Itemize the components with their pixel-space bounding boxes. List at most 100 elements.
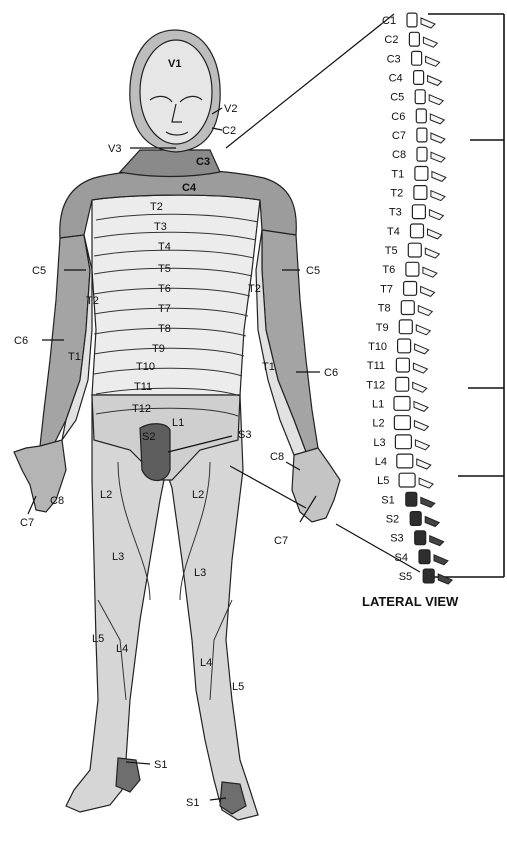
vertebra-t5 [408,243,421,257]
spine-label-t9: T9 [376,322,389,334]
label-c3: C3 [196,156,210,168]
vertebra-c1 [407,13,417,27]
label-t12: T12 [132,403,151,415]
label-l3-right: L3 [194,567,206,579]
spinous-process-t11 [413,363,427,373]
label-t6: T6 [158,283,171,295]
spinous-process-t1 [432,171,446,181]
spinous-process-t7 [421,286,435,296]
label-t4: T4 [158,241,171,253]
vertebra-c4 [414,71,424,85]
vertebra-l5 [399,473,415,487]
spine-label-c5: C5 [390,92,404,104]
spinous-process-l4 [417,459,431,469]
spinous-process-c5 [429,95,443,105]
vertebra-t10 [398,339,411,353]
spine-label-t6: T6 [382,264,395,276]
label-c7-right: C7 [274,535,288,547]
label-l4-left: L4 [116,643,128,655]
spinous-process-c6 [430,114,444,124]
spine-label-l1: L1 [372,398,384,410]
label-s3: S3 [238,429,251,441]
vertebra-t3 [412,205,425,219]
spine-label-s2: S2 [386,514,399,526]
spine-label-s5: S5 [399,571,412,583]
spine-label-s4: S4 [395,552,408,564]
vertebra-s5 [423,569,434,583]
label-c8-left: C8 [50,495,64,507]
spinous-process-c7 [431,133,445,143]
label-s2: S2 [142,431,155,443]
spine-label-c7: C7 [392,130,406,142]
vertebra-l3 [395,435,411,449]
spinous-process-c1 [421,18,435,28]
spinous-process-l2 [414,421,428,431]
label-t8: T8 [158,323,171,335]
spinous-process-t10 [415,344,429,354]
spine-label-c8: C8 [392,149,406,161]
spine-label-l4: L4 [375,456,387,468]
vertebra-c7 [417,128,427,142]
label-t9: T9 [152,343,165,355]
label-c5-left: C5 [32,265,46,277]
spinous-process-t12 [413,382,427,392]
spinous-process-t2 [431,191,445,201]
spine-label-c6: C6 [391,111,405,123]
vertebra-c2 [409,32,419,46]
vertebra-c3 [412,51,422,65]
vertebra-s1 [406,492,417,506]
label-t11: T11 [134,381,152,393]
vertebra-t7 [404,282,417,296]
vertebra-l2 [394,416,410,430]
label-l1: L1 [172,417,184,429]
spinous-process-c4 [428,76,442,86]
spine-label-c2: C2 [384,34,398,46]
label-t2-arm-right: T2 [248,283,261,295]
head-face [140,40,212,144]
vertebra-t6 [406,262,419,276]
label-c6-left: C6 [14,335,28,347]
label-l2-left: L2 [100,489,112,501]
label-l5-right: L5 [232,681,244,693]
spine-label-l2: L2 [372,418,384,430]
spine-label-c3: C3 [387,53,401,65]
label-t10: T10 [136,361,155,373]
label-c4: C4 [182,182,197,194]
vertebra-c6 [416,109,426,123]
vertebra-s4 [419,550,430,564]
label-v2: V2 [224,103,237,115]
spinous-process-s2 [425,517,439,527]
left-arm [40,235,90,448]
label-t3: T3 [154,221,167,233]
label-c6-right: C6 [324,367,338,379]
vertebra-c8 [417,147,427,161]
spine-label-t11: T11 [367,360,385,372]
label-t7: T7 [158,303,171,315]
spinous-process-t9 [416,325,430,335]
spinous-process-c3 [426,56,440,66]
spine-label-l3: L3 [373,437,385,449]
lateral-view-caption: LATERAL VIEW [362,594,459,609]
spinous-process-l5 [419,478,433,488]
vertebra-t4 [411,224,424,238]
label-c2: C2 [222,125,236,137]
spine-label-t2: T2 [390,188,403,200]
spinous-process-l1 [414,401,428,411]
label-l4-right: L4 [200,657,212,669]
vertebra-t11 [396,358,409,372]
spine-label-t3: T3 [389,207,402,219]
label-l2-right: L2 [192,489,204,501]
spine-label-s3: S3 [390,533,403,545]
vertebra-c5 [415,90,425,104]
vertebra-t8 [401,301,414,315]
vertebra-t2 [414,186,427,200]
spine-label-t10: T10 [368,341,387,353]
label-c8-right: C8 [270,451,284,463]
label-t1-left: T1 [68,351,81,363]
torso [92,195,260,395]
label-c7-left: C7 [20,517,34,529]
vertebra-t1 [415,167,428,181]
spine-label-t5: T5 [385,245,398,257]
label-v1: V1 [168,58,181,70]
spine-label-t8: T8 [378,303,391,315]
